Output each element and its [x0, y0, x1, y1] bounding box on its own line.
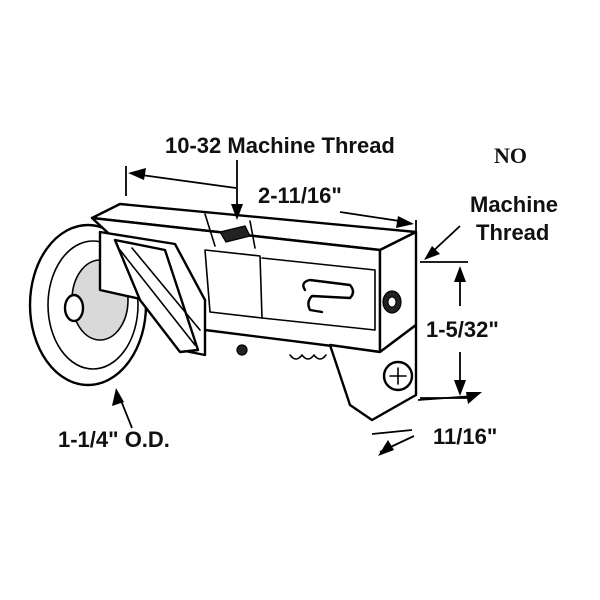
thread-screw-head	[219, 225, 251, 243]
no-machine-label: Machine	[470, 192, 558, 217]
width-dim-line-bottom	[371, 429, 413, 435]
arm-edge-line	[119, 249, 196, 346]
lower-bracket	[328, 323, 418, 422]
wheel-leader	[119, 397, 133, 429]
length-arrow-left	[128, 168, 146, 180]
wheel-inner-rim	[47, 240, 139, 370]
height-arrow-top	[454, 266, 466, 282]
wheel-axle	[63, 293, 85, 323]
wheel-leader-arrow	[112, 388, 124, 406]
machine-thread-label: 10-32 Machine Thread	[165, 133, 395, 158]
arm-edge-line-2	[131, 247, 201, 331]
length-dim-line-left	[133, 173, 237, 189]
front-panel-right	[261, 257, 376, 331]
thread-leader-arrow	[231, 204, 243, 220]
no-thread-leader-arrow	[424, 246, 440, 260]
length-dim-line-right	[339, 211, 407, 223]
labels: 10-32 Machine Thread 2-11/16" NO Machine…	[58, 133, 558, 452]
adjustment-slot	[302, 278, 355, 314]
no-label: NO	[494, 143, 527, 168]
wheel-od-label: 1-1/4" O.D.	[58, 427, 170, 452]
length-dim-label: 2-11/16"	[258, 183, 342, 208]
height-dim-label: 1-5/32"	[426, 317, 499, 342]
width-leader	[379, 435, 415, 453]
top-seam-right	[249, 220, 256, 249]
rivet	[236, 344, 248, 356]
housing	[90, 202, 418, 422]
top-seam-left	[204, 213, 216, 247]
spring-detail	[289, 354, 327, 360]
threaded-hole-center	[387, 296, 397, 308]
dimension-lines	[112, 160, 482, 456]
width-arrow-left	[378, 440, 394, 456]
width-arrow-right	[466, 392, 482, 404]
height-arrow-bottom	[454, 380, 466, 396]
width-dim-line	[417, 395, 475, 401]
length-arrow-right	[396, 216, 414, 228]
no-thread-label: Thread	[476, 220, 549, 245]
width-dim-label: 11/16"	[433, 424, 497, 449]
